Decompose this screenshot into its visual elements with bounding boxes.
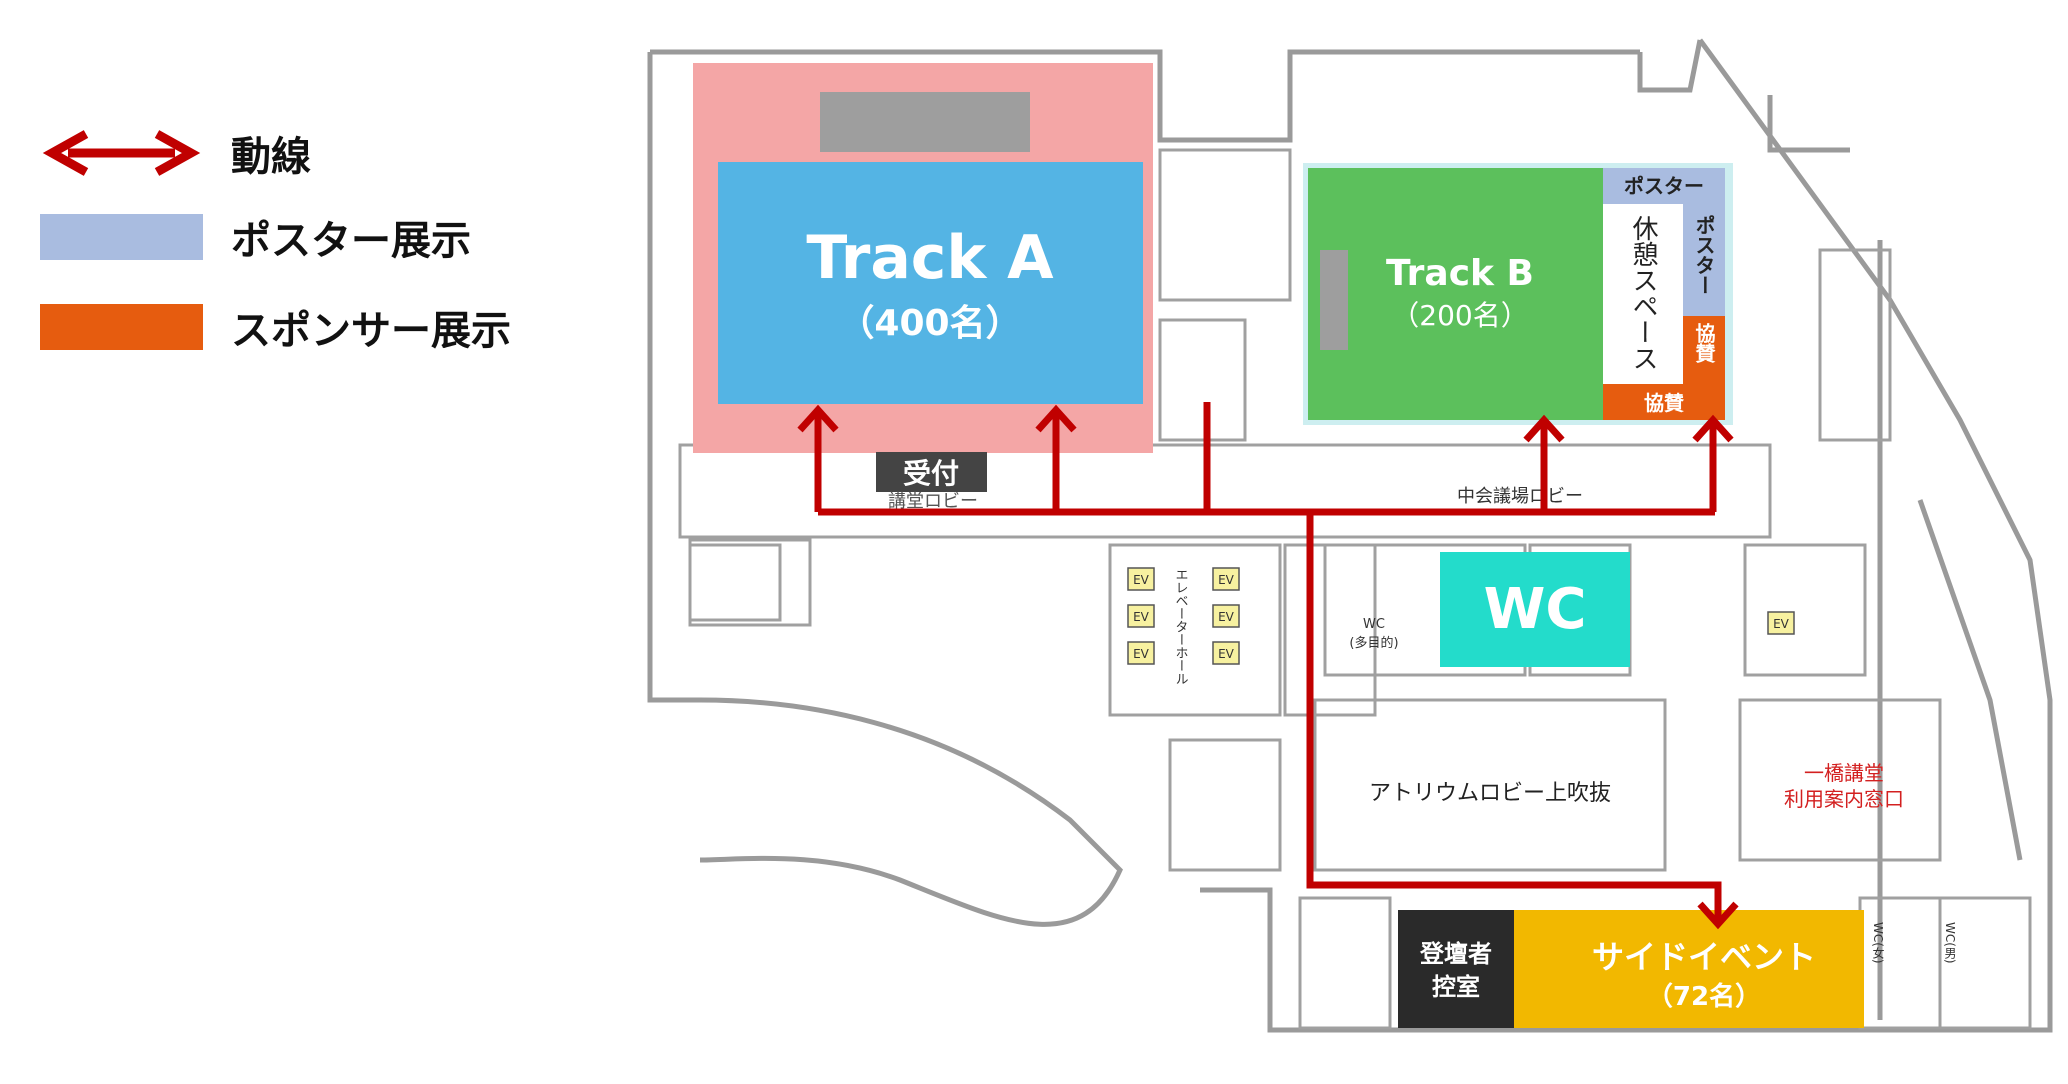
ev-icon: EV [1212, 641, 1240, 665]
track-b-room[interactable] [1308, 168, 1603, 420]
wc-multi-sub: (多目的) [1349, 635, 1398, 651]
arrow-down-icon [1697, 901, 1739, 930]
side-event-label: サイドイベント [1592, 938, 1816, 976]
rest-space-label: 休憩スペース [1628, 215, 1658, 371]
wc-room[interactable] [1440, 552, 1630, 667]
poster-top-panel [1603, 168, 1725, 204]
middle-lobby-label: 中会議場ロビー [1457, 486, 1583, 507]
info-desk-label-2: 利用案内窓口 [1784, 787, 1904, 811]
ev-icon: EV [1127, 567, 1155, 591]
green-room-label-2: 控室 [1432, 973, 1480, 1001]
green-room[interactable] [1398, 910, 1514, 1028]
poster-top-label: ポスター [1624, 174, 1704, 198]
hall-lobby-label: 講堂ロビー [888, 491, 978, 512]
elevator-icons: EV EV EV EV EV EV EV [1127, 567, 1795, 665]
sponsor-swatch [40, 304, 203, 350]
sponsor-side-panel [1683, 316, 1725, 384]
side-event-room[interactable] [1514, 910, 1864, 1028]
wc-multi-label: WC [1363, 617, 1385, 632]
legend-route: 動線 [40, 124, 311, 182]
svg-text:EV: EV [1133, 647, 1150, 661]
poster-side-label: ポスター [1692, 214, 1716, 295]
wc-label: WC [1484, 577, 1587, 642]
track-b-stage [1320, 250, 1348, 350]
track-a-label: Track A [806, 223, 1054, 293]
side-event-capacity: （72名） [1647, 981, 1761, 1012]
ev-icon: EV [1127, 604, 1155, 628]
svg-text:EV: EV [1773, 617, 1790, 631]
sponsor-side-label: 協賛 [1692, 323, 1716, 364]
wc-female-label: WC(女) [1871, 922, 1885, 964]
track-b-label: Track B [1386, 253, 1534, 294]
ev-icon: EV [1212, 567, 1240, 591]
wc-male-label: WC(男) [1943, 922, 1957, 964]
interior-walls [678, 148, 2032, 1030]
legend-poster-label: ポスター展示 [231, 218, 471, 264]
reception-desk [876, 452, 987, 492]
ev-icon: EV [1767, 611, 1795, 635]
legend-sponsor-label: スポンサー展示 [231, 308, 511, 354]
green-room-label-1: 登壇者 [1419, 940, 1492, 968]
reception-label: 受付 [903, 457, 959, 490]
building-outline [647, 38, 2053, 1033]
double-arrow-icon [42, 130, 201, 176]
track-b-capacity: （200名） [1391, 299, 1528, 332]
elevator-hall-label: エレベーターホール [1173, 568, 1189, 685]
arrow-up-icon [1523, 414, 1565, 443]
legend-sponsor: スポンサー展示 [40, 298, 511, 356]
poster-swatch [40, 214, 203, 260]
track-a-capacity: （400名） [838, 303, 1021, 344]
arrow-up-icon [1692, 414, 1734, 443]
info-desk-label-1: 一橋講堂 [1804, 761, 1884, 785]
arrow-up-icon [1035, 404, 1077, 433]
legend-poster: ポスター展示 [40, 208, 471, 266]
svg-text:EV: EV [1218, 610, 1235, 624]
ev-icon: EV [1212, 604, 1240, 628]
svg-text:EV: EV [1133, 573, 1150, 587]
route-arrowheads [797, 404, 1739, 930]
sponsor-bottom-panel [1603, 384, 1725, 420]
ev-icon: EV [1127, 641, 1155, 665]
sponsor-bottom-label: 協賛 [1644, 391, 1685, 415]
stage-block [820, 92, 1030, 152]
atrium-label: アトリウムロビー上吹抜 [1369, 781, 1611, 806]
legend-route-label: 動線 [231, 134, 311, 180]
rest-space [1603, 204, 1683, 384]
svg-text:EV: EV [1218, 573, 1235, 587]
arrow-up-icon [797, 404, 839, 433]
svg-text:EV: EV [1218, 647, 1235, 661]
poster-side-panel [1683, 204, 1725, 316]
route-lines [814, 402, 1722, 920]
track-a-room[interactable] [718, 162, 1143, 404]
svg-text:EV: EV [1133, 610, 1150, 624]
